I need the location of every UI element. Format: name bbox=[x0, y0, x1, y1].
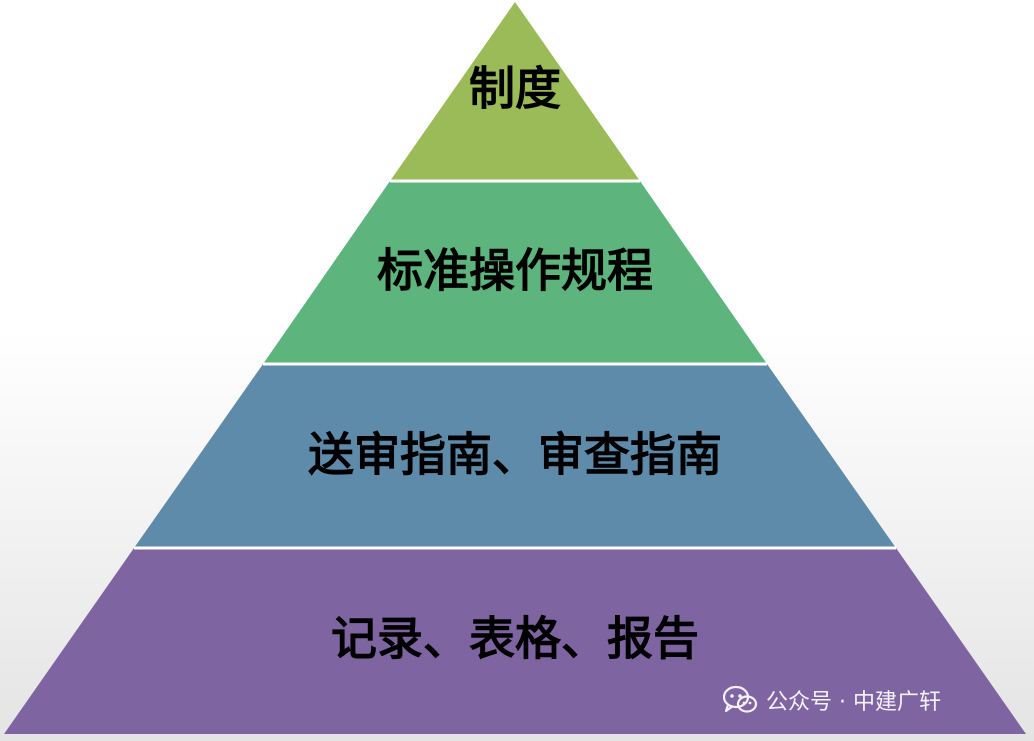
tier-bottom-label: 记录、表格、报告 bbox=[331, 612, 699, 666]
tier-second-label: 标准操作规程 bbox=[377, 244, 653, 298]
tier-third-shape bbox=[134, 364, 896, 548]
watermark-text: 公众号 · 中建广轩 bbox=[766, 690, 941, 715]
tier-bottom-shape bbox=[4, 548, 1026, 734]
tier-top-shape bbox=[390, 2, 640, 181]
tier-top: 制度 bbox=[390, 2, 640, 181]
tier-bottom: 记录、表格、报告 bbox=[4, 548, 1026, 734]
tier-second-shape bbox=[263, 181, 767, 364]
tier-top-label: 制度 bbox=[469, 62, 561, 116]
wechat-icon bbox=[722, 685, 758, 713]
tier-third: 送审指南、审查指南 bbox=[134, 364, 896, 548]
tier-third-label: 送审指南、审查指南 bbox=[308, 428, 722, 482]
watermark: 公众号 · 中建广轩 bbox=[722, 682, 941, 718]
tier-dividers bbox=[134, 179, 896, 550]
tier-second: 标准操作规程 bbox=[263, 181, 767, 364]
